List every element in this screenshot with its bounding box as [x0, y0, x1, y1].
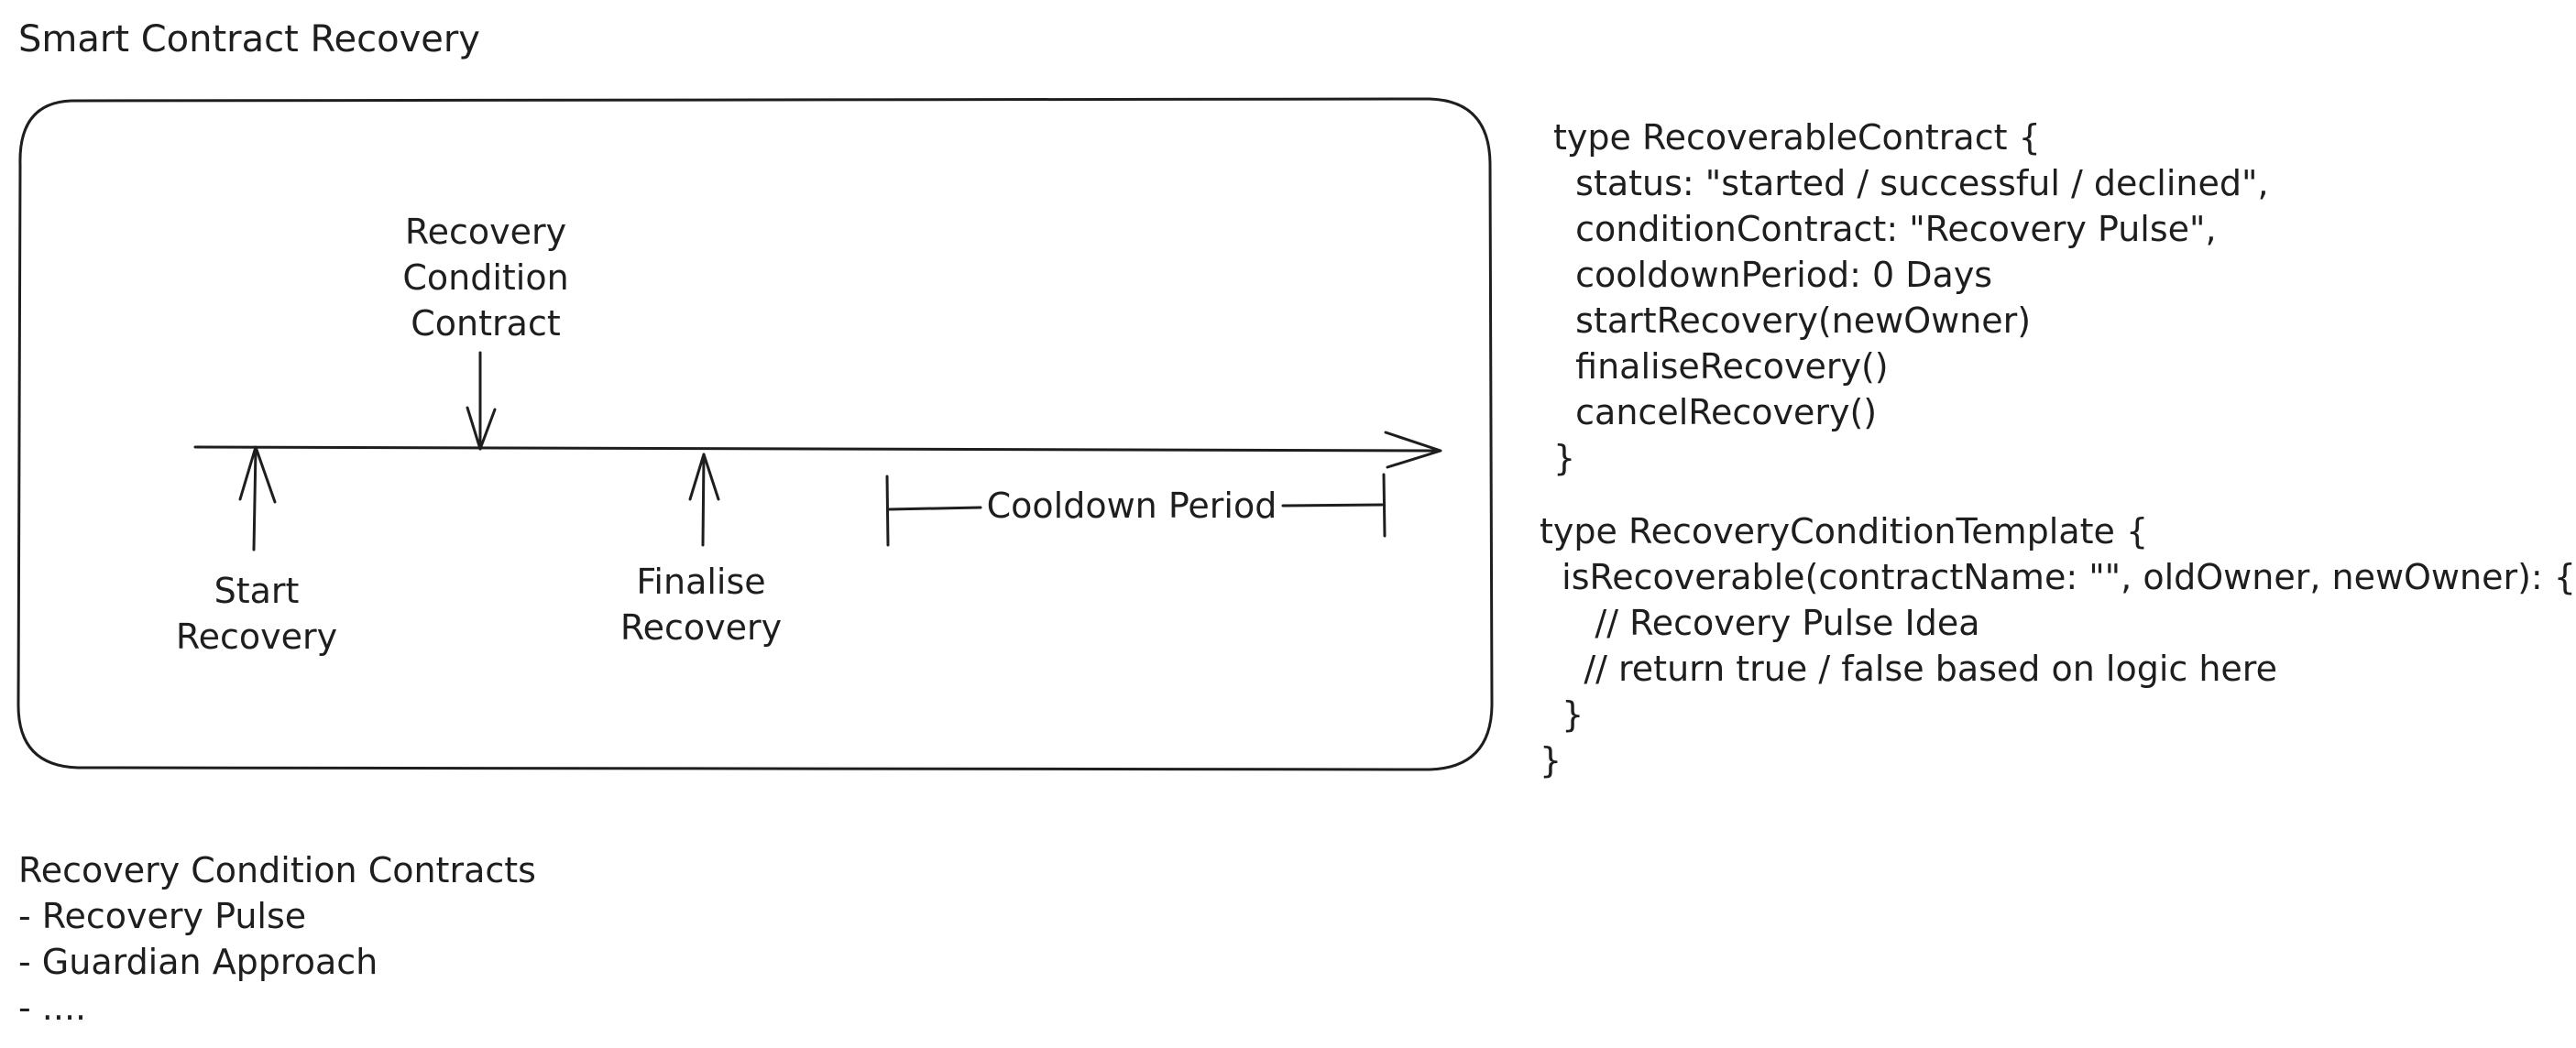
recovery-condition-template-code: type RecoveryConditionTemplate { isRecov… [1540, 508, 2576, 783]
list-item: - Recovery Pulse [18, 896, 307, 936]
condition-contracts-heading: Recovery Condition Contracts [18, 850, 536, 890]
cooldown-period-label: Cooldown Period [986, 486, 1277, 526]
timeline-axis [193, 445, 1441, 453]
finalise-arrow-shaft [701, 453, 706, 547]
list-item: - .... [18, 988, 87, 1028]
finalise-recovery-label: Finalise Recovery [568, 559, 834, 650]
cooldown-line-right [1281, 503, 1384, 508]
condition-label-line-2: Condition [402, 257, 569, 298]
list-item: - Guardian Approach [18, 942, 378, 982]
start-recovery-label: Start Recovery [128, 568, 385, 660]
condition-template-code-line: // return true / false based on logic he… [1540, 649, 2277, 689]
start-label-line-1: Start [214, 571, 300, 611]
condition-template-code-line: isRecoverable(contractName: "", oldOwner… [1540, 557, 2576, 597]
diagram-frame [16, 97, 1494, 771]
timeline-arrowhead [1384, 431, 1442, 469]
condition-template-code-line: type RecoveryConditionTemplate { [1540, 511, 2149, 551]
recoverable-contract-code-line: startRecovery(newOwner) [1553, 300, 2032, 341]
cooldown-line-left [887, 506, 982, 511]
condition-template-code-line: // Recovery Pulse Idea [1540, 603, 1980, 643]
start-arrow-head [238, 445, 277, 504]
condition-arrow-head [466, 406, 497, 451]
recoverable-contract-code-line: type RecoverableContract { [1553, 117, 2041, 158]
cooldown-bracket-right [1382, 473, 1387, 538]
condition-contracts-list: Recovery Condition Contracts - Recovery … [18, 847, 536, 1031]
recoverable-contract-code-line: status: "started / successful / declined… [1553, 163, 2269, 203]
recoverable-contract-code-line: cooldownPeriod: 0 Days [1553, 255, 1993, 295]
recoverable-contract-code-line: cancelRecovery() [1553, 392, 1878, 432]
start-label-line-2: Recovery [175, 617, 338, 657]
condition-label-line-3: Contract [411, 303, 561, 344]
page-title: Smart Contract Recovery [18, 18, 480, 60]
finalise-label-line-1: Finalise [636, 562, 766, 602]
finalise-arrow-head [688, 453, 720, 501]
cooldown-bracket-left [885, 475, 890, 547]
recoverable-contract-code-line: finaliseRecovery() [1553, 346, 1889, 387]
finalise-label-line-2: Recovery [619, 607, 783, 648]
recoverable-contract-code-line: } [1553, 438, 1576, 478]
condition-contract-label: Recovery Condition Contract [348, 209, 623, 346]
recoverable-contract-code-line: conditionContract: "Recovery Pulse", [1553, 209, 2217, 249]
condition-label-line-1: Recovery [404, 212, 567, 252]
start-arrow-shaft [252, 447, 258, 551]
recoverable-contract-code: type RecoverableContract { status: "star… [1553, 115, 2269, 481]
condition-template-code-line: } [1540, 694, 1584, 735]
condition-template-code-line: } [1540, 740, 1562, 781]
